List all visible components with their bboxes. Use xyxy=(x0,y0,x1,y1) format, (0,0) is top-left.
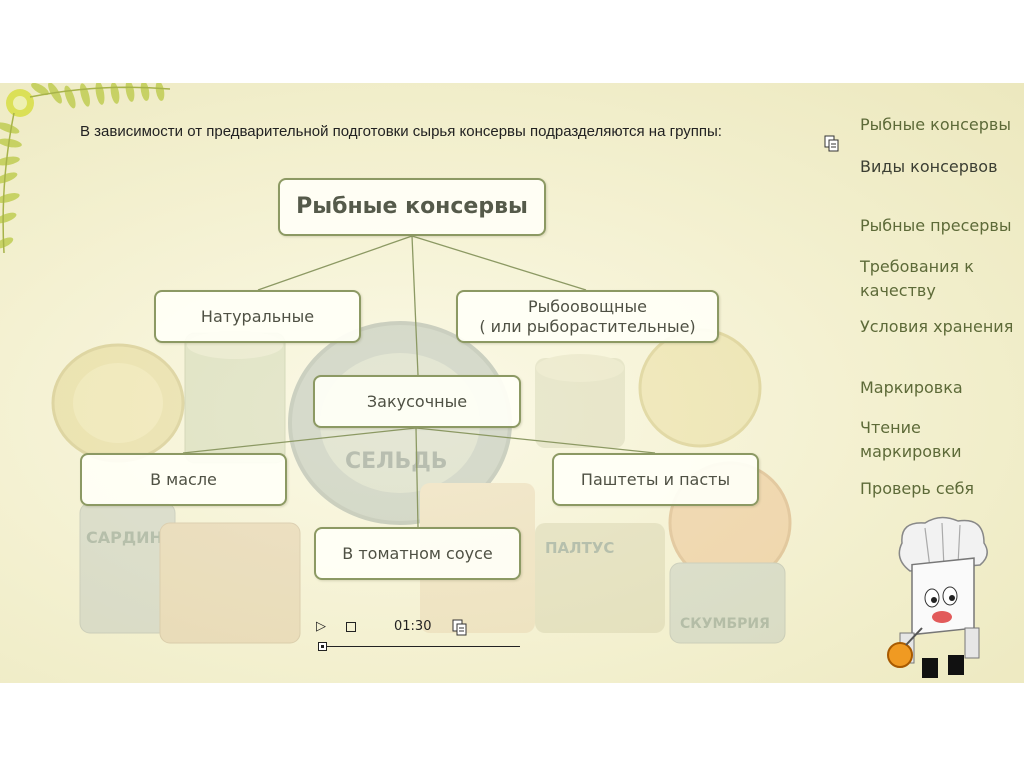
node-oil-label: В масле xyxy=(150,469,217,489)
chef-mascot-icon xyxy=(887,516,988,678)
node-pate: Паштеты и пасты xyxy=(552,453,759,506)
menu-item-quality[interactable]: Требования к качеству xyxy=(860,257,974,300)
document-icon[interactable] xyxy=(824,135,840,153)
node-natural: Натуральные xyxy=(154,290,361,343)
player-document-icon[interactable] xyxy=(452,619,468,637)
node-tomato: В томатном соусе xyxy=(314,527,521,580)
menu-item-reading-marking[interactable]: Чтение маркировки xyxy=(860,418,962,461)
menu-item-preserves[interactable]: Рыбные пресервы xyxy=(860,216,1012,235)
slide: СЕЛЬДЬ САРДИН ПАЛТУС СКУМБРИЯ В зависимо… xyxy=(0,83,1024,683)
node-snack-label: Закусочные xyxy=(366,391,468,411)
node-root-label: Рыбные консервы xyxy=(296,194,528,219)
menu-item-fish-canned[interactable]: Рыбные консервы xyxy=(860,115,1011,134)
media-player: ▷ 01:30 xyxy=(316,619,526,659)
can-label-right-bottom: СКУМБРИЯ xyxy=(680,616,770,632)
stop-icon[interactable] xyxy=(346,622,356,632)
node-oil: В масле xyxy=(80,453,287,506)
node-vegetable-label-1: Рыбоовощные xyxy=(528,296,647,316)
node-root: Рыбные консервы xyxy=(278,178,546,236)
node-snack: Закусочные xyxy=(313,375,521,428)
node-tomato-label: В томатном соусе xyxy=(342,543,493,563)
can-label-right-mid: ПАЛТУС xyxy=(545,539,614,557)
node-natural-label: Натуральные xyxy=(200,306,315,326)
player-progress-track[interactable] xyxy=(322,646,520,647)
intro-text: В зависимости от предварительной подгото… xyxy=(80,123,722,140)
node-vegetable-label-2: ( или рыборастительные) xyxy=(479,316,696,336)
menu-item-storage[interactable]: Условия хранения xyxy=(860,317,1014,336)
menu-item-canned-types[interactable]: Виды консервов xyxy=(860,157,998,176)
menu-item-self-test[interactable]: Проверь себя xyxy=(860,479,975,498)
play-icon[interactable]: ▷ xyxy=(316,619,326,634)
leaf-decoration-icon xyxy=(0,83,171,254)
node-vegetable: Рыбоовощные ( или рыборастительные) xyxy=(456,290,719,343)
menu-item-marking[interactable]: Маркировка xyxy=(860,378,963,397)
can-label-left: САРДИН xyxy=(86,528,163,547)
node-pate-label: Паштеты и пасты xyxy=(580,469,731,489)
player-time: 01:30 xyxy=(394,619,432,634)
player-progress-handle[interactable] xyxy=(318,642,327,651)
can-label-center: СЕЛЬДЬ xyxy=(345,449,448,474)
